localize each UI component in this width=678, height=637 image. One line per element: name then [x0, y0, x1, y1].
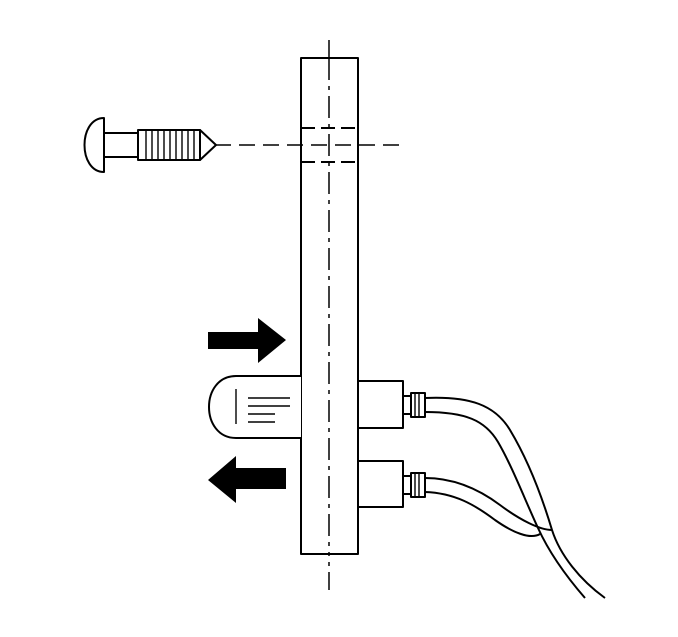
upper-socket — [357, 380, 426, 429]
lower-socket — [357, 460, 426, 508]
wiring-harness — [424, 396, 606, 599]
push-pin-fastener — [83, 117, 217, 173]
lamp-bulb — [208, 375, 301, 439]
remove-arrow-icon — [208, 456, 286, 503]
mounting-bracket — [300, 57, 359, 555]
install-arrow-icon — [208, 318, 286, 363]
